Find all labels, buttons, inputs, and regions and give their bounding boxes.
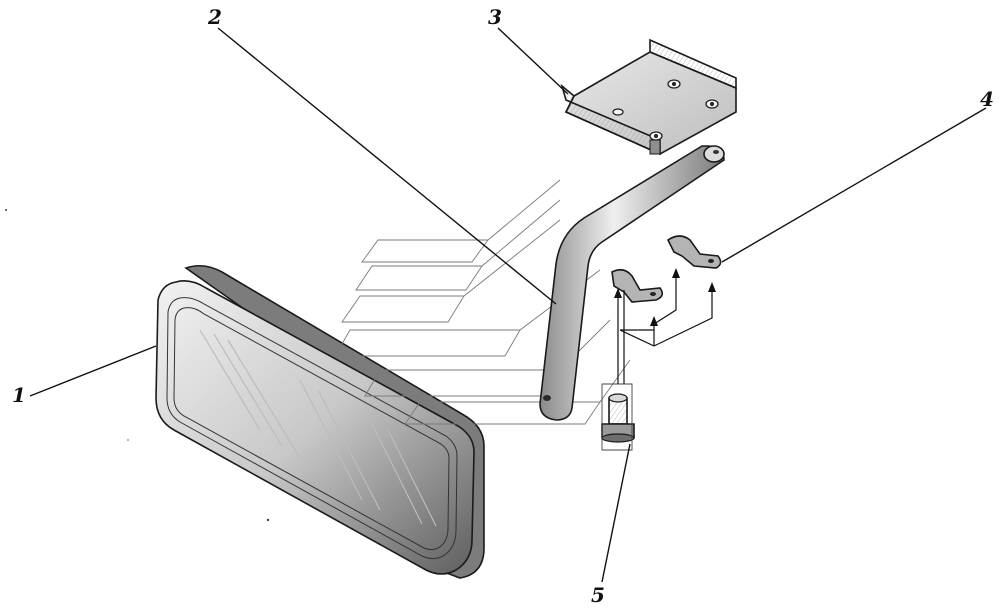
tube-top-end [703, 145, 725, 163]
mirror-inner-rim [166, 297, 458, 560]
assembly-arrows [617, 276, 713, 384]
bolt-box [601, 383, 633, 451]
clamp-lower [611, 268, 664, 303]
clamp-upper [666, 235, 722, 269]
callout-4: 4 [980, 87, 994, 111]
bolt-part [601, 383, 635, 451]
bracket-tube [539, 145, 725, 421]
tube-top-hole [713, 150, 719, 154]
callout-1: 1 [12, 383, 26, 407]
callout-5: 5 [591, 583, 605, 607]
leader-lines [29, 27, 987, 583]
callout-2: 2 [207, 5, 222, 29]
mirror-frame [155, 280, 475, 575]
mirror-part [155, 264, 485, 579]
mirror-reflection [199, 329, 437, 527]
mirror-glass [173, 307, 450, 551]
mounting-plate-part [560, 38, 737, 156]
reference-slabs [334, 179, 631, 425]
clamp-part [611, 235, 722, 303]
tube-bottom-hole [543, 395, 551, 401]
bracket-tube-part [539, 145, 725, 421]
callout-3: 3 [488, 5, 502, 29]
plate-flange-back [649, 38, 737, 90]
arrow-heads [614, 268, 716, 326]
